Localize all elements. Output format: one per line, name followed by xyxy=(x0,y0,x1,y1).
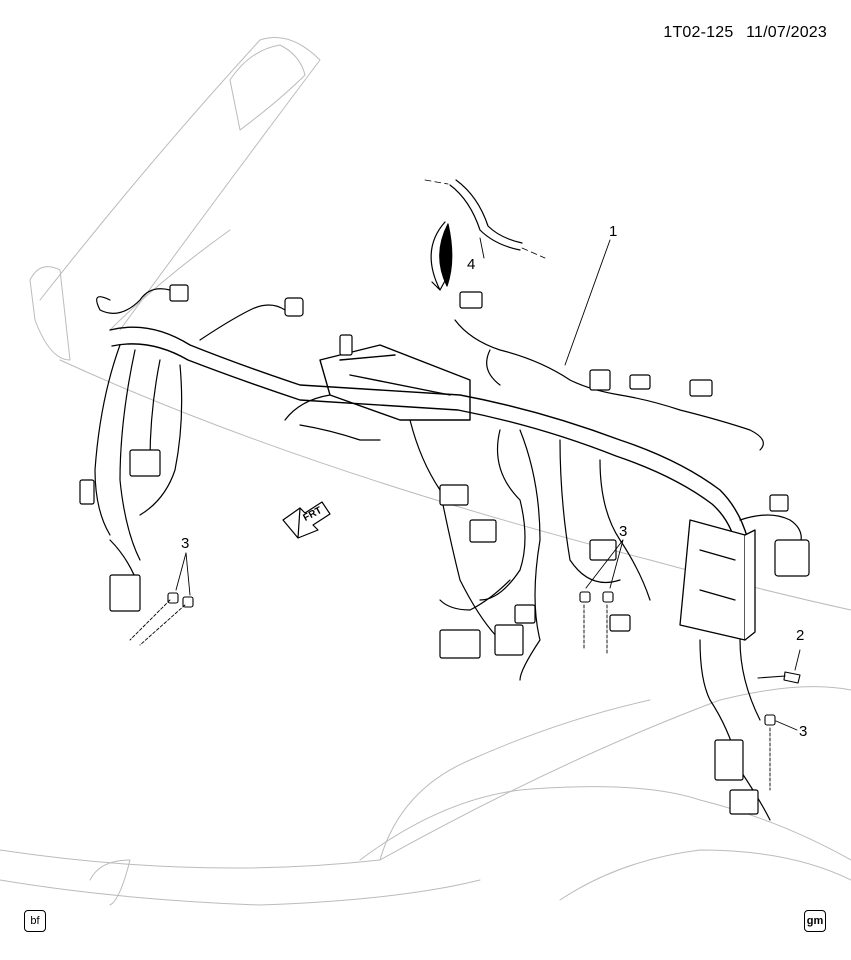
callout-3-right: 3 xyxy=(799,723,808,740)
bf-badge: bf xyxy=(24,910,46,932)
connectors xyxy=(79,284,810,815)
harness-center-branches xyxy=(409,319,764,681)
gm-logo-badge: gm xyxy=(804,910,826,932)
vehicle-body-outline xyxy=(0,37,851,906)
diagram-reference: 1T02-125 11/07/2023 xyxy=(655,24,827,42)
install-arrow xyxy=(430,221,453,291)
callout-3-center: 3 xyxy=(619,523,628,540)
harness-left-branches xyxy=(94,288,381,604)
callout-2: 2 xyxy=(796,627,805,644)
diagram-date: 11/07/2023 xyxy=(746,24,827,41)
diagram-code: 1T02-125 xyxy=(663,24,734,41)
control-module xyxy=(679,519,756,641)
harness-jumper xyxy=(424,179,546,259)
callout-1: 1 xyxy=(609,223,618,240)
harness-trunk xyxy=(109,326,749,546)
front-arrow-icon xyxy=(282,501,331,539)
callout-3-left: 3 xyxy=(181,535,190,552)
fasteners xyxy=(167,591,801,726)
callout-4: 4 xyxy=(467,256,476,273)
leader-lines xyxy=(129,237,801,791)
